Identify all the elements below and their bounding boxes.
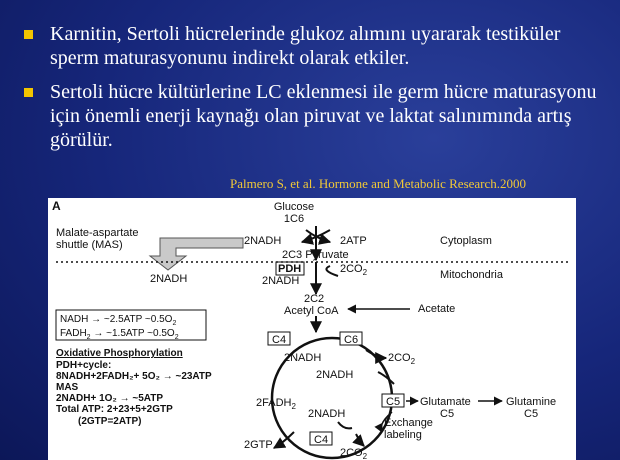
c4-bottom-label: C4 [314,434,328,446]
ox-line-4: 2NADH+ 1O₂ → ~5ATP [56,393,163,404]
yield-nadh: NADH → ~2.5ATP ~0.5O2 [60,314,176,327]
acetyl-coa-label: Acetyl CoA [284,305,339,317]
glutamate-label: Glutamate [420,396,471,408]
nadh-3-curve [337,421,353,430]
glutamine-label: Glutamine [506,396,556,408]
cycle-co2-a: 2CO2 [388,352,416,366]
cycle-nadh-1: 2NADH [284,352,321,364]
ox-line-5: Total ATP: 2+23+5+2GTP [56,404,173,415]
co2-a-arrow [365,349,388,364]
cycle-nadh-2: 2NADH [316,369,353,381]
gtp-label: 2GTP [244,439,273,451]
glutamine-carbon: C5 [524,408,538,420]
cycle-co2-b: 2CO2 [340,447,368,460]
bullet-text: Karnitin, Sertoli hücrelerinde glukoz al… [50,23,561,69]
ox-title: Oxidative Phosphorylation [56,348,183,359]
bullet-square-icon [24,88,33,97]
pdh-co2: 2CO2 [340,263,368,277]
glucose-label: Glucose [274,201,314,213]
bullet-list: Karnitin, Sertoli hücrelerinde glukoz al… [14,22,609,162]
pdh-co2-curve [325,265,339,277]
exchange-label-1: Exchange [384,417,433,429]
cycle-fadh: 2FADH2 [256,397,296,411]
mitochondria-label: Mitochondria [440,269,504,281]
nadh-2-curve [377,371,395,385]
pdh-box [275,261,305,276]
c6-label: 1C6 [284,213,304,225]
atp-glycolysis: 2ATP [340,235,367,247]
pdh-label: PDH [278,263,301,275]
bullet-item: Karnitin, Sertoli hücrelerinde glukoz al… [14,22,609,70]
metabolism-figure: A Glucose 1C6 2NADH 2ATP Malate-aspartat… [48,198,576,460]
metabolism-diagram: A Glucose 1C6 2NADH 2ATP Malate-aspartat… [52,199,568,460]
c4-top-box [267,331,291,346]
pyruvate-label: 2C3 Pyruvate [282,249,349,261]
c6-cycle-box [339,331,363,346]
mas-nadh: 2NADH [150,273,187,285]
exchange-arrow [374,411,393,433]
atp-yield-box [55,309,207,341]
cytoplasm-label: Cytoplasm [440,235,492,247]
acetyl-c2: 2C2 [304,293,324,305]
cycle-nadh-3: 2NADH [308,408,345,420]
atp-curve-arrow [305,229,332,245]
exchange-label-2: labeling [384,429,422,441]
bullet-text: Sertoli hücre kültürlerine LC eklenmesi … [50,81,597,151]
mas-label-1: Malate-aspartate [56,227,139,239]
bullet-square-icon [24,30,33,39]
c5-box [381,393,405,408]
panel-label: A [52,199,61,213]
ox-line-6: (2GTP=2ATP) [78,416,141,427]
yield-fadh: FADH2 → ~1.5ATP ~0.5O2 [60,328,179,341]
ox-line-3: MAS [56,382,79,393]
c4-top-label: C4 [272,334,286,346]
mas-block-arrow [148,237,244,271]
c4-bottom-box [309,431,333,446]
glutamate-carbon: C5 [440,408,454,420]
c6-cycle-label: C6 [344,334,358,346]
ox-line-2: 8NADH+2FADH₂+ 5O₂ → ~23ATP [56,371,212,382]
bullet-item: Sertoli hücre kültürlerine LC eklenmesi … [14,80,609,152]
co2-b-arrow [352,433,365,447]
gtp-arrow [272,431,295,449]
acetate-label: Acetate [418,303,455,315]
pdh-nadh: 2NADH [262,275,299,287]
nadh-glycolysis: 2NADH [244,235,281,247]
c5-label: C5 [386,396,400,408]
mas-label-2: shuttle (MAS) [56,239,123,251]
ox-line-1: PDH+cycle: [56,360,111,371]
citation: Palmero S, et al. Hormone and Metabolic … [230,176,527,191]
